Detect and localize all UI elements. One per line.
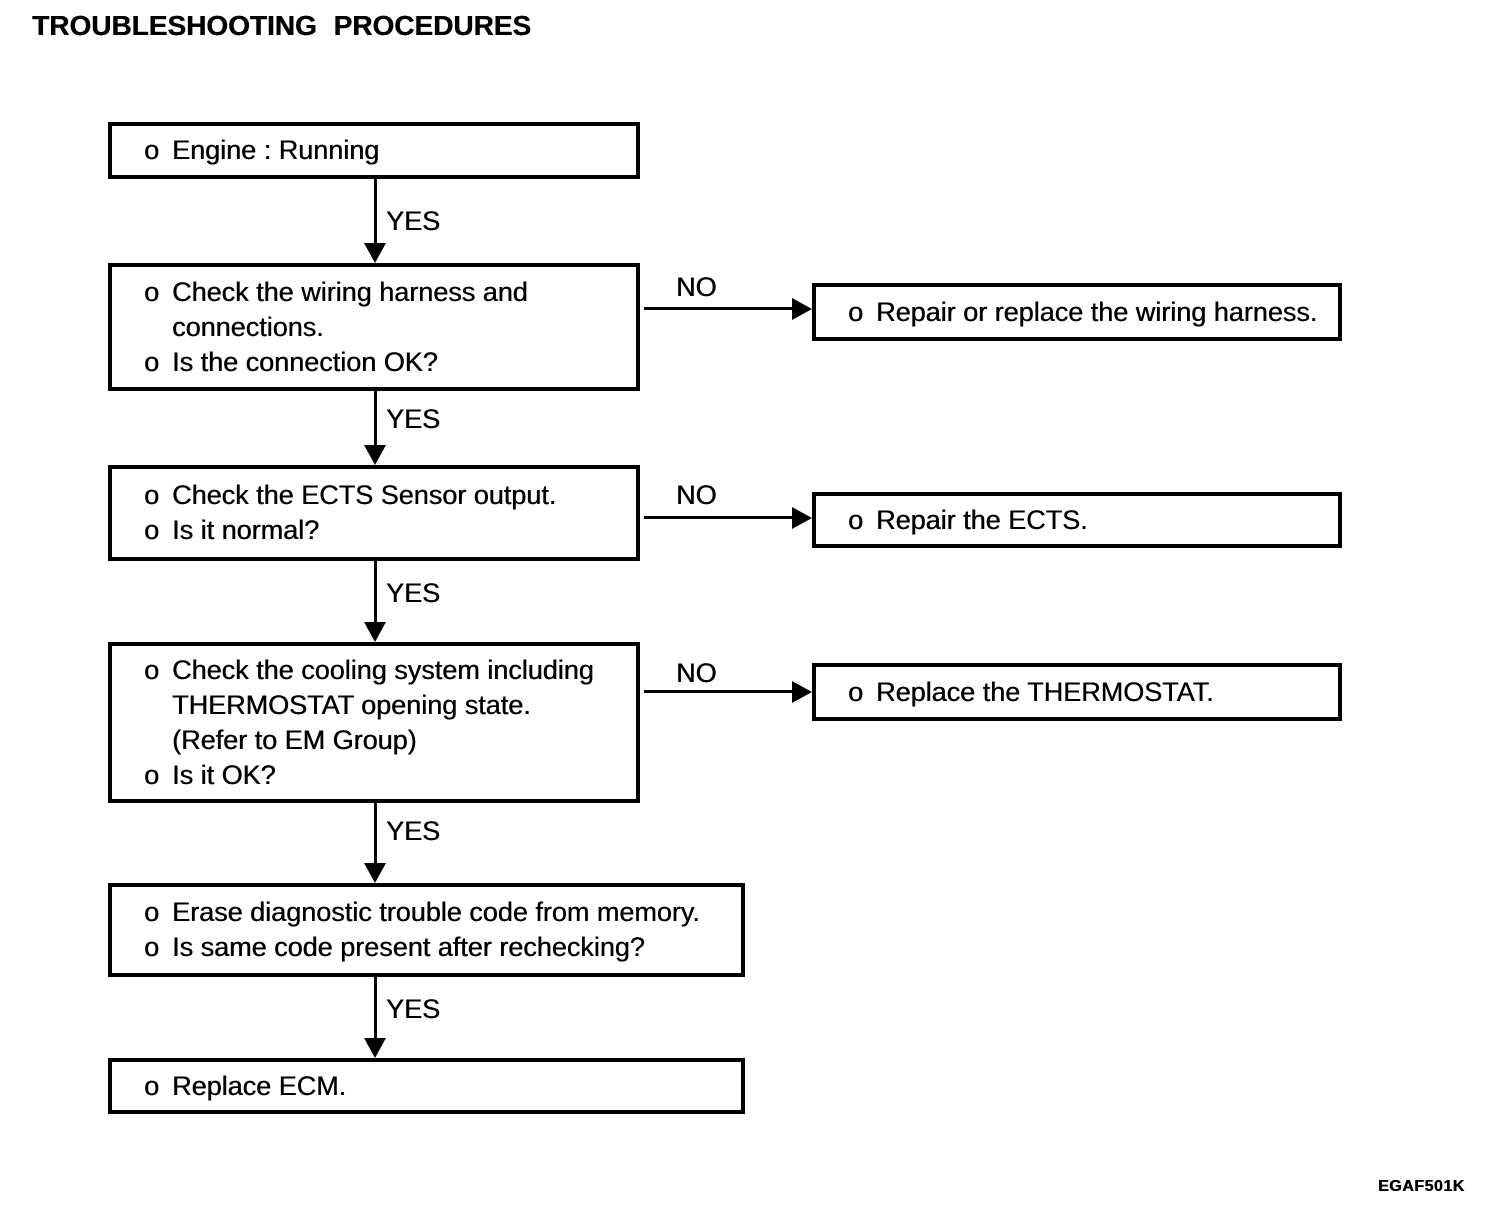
down-arrow-shaft — [374, 803, 377, 865]
bullet: o — [144, 515, 160, 545]
list-item: o Check the cooling system including THE… — [144, 653, 622, 758]
flow-box-check-ects: o Check the ECTS Sensor output. o Is it … — [108, 465, 640, 561]
box-text-line: Erase diagnostic trouble code from memor… — [172, 897, 700, 927]
box-text-line: Repair or replace the wiring harness. — [876, 296, 1318, 327]
right-arrow-head — [792, 681, 812, 703]
box-text-line: Replace the THERMOSTAT. — [876, 676, 1214, 707]
flow-box-check-cooling: o Check the cooling system including THE… — [108, 642, 640, 803]
box-text-line: Check the cooling system including — [172, 654, 594, 685]
down-arrow-head — [364, 445, 386, 465]
bullet: o — [144, 1070, 160, 1101]
action-box-replace-thermostat: o Replace the THERMOSTAT. — [812, 663, 1342, 721]
flow-box-replace-ecm: o Replace ECM. — [108, 1058, 745, 1114]
list-item: o Check the wiring harness and connectio… — [144, 275, 622, 345]
box-text-line: Check the wiring harness and — [172, 276, 528, 307]
down-arrow-shaft — [374, 977, 377, 1040]
yes-label: YES — [386, 404, 441, 434]
no-label: NO — [676, 272, 717, 302]
down-arrow-shaft — [374, 179, 377, 245]
item-text: Erase diagnostic trouble code from memor… — [172, 895, 727, 930]
box-text-line: Is it OK? — [172, 759, 276, 790]
action-box-repair-wiring: o Repair or replace the wiring harness. — [812, 283, 1342, 341]
item-text: Check the cooling system including THERM… — [172, 653, 622, 758]
bullet: o — [144, 759, 160, 790]
right-arrow-shaft — [644, 516, 794, 519]
bullet: o — [144, 135, 160, 165]
list-item: o Engine : Running — [144, 133, 622, 168]
down-arrow-head — [364, 1038, 386, 1058]
flow-box-engine-running: o Engine : Running — [108, 122, 640, 179]
box-text-line: Check the ECTS Sensor output. — [172, 480, 557, 510]
bullet: o — [144, 276, 160, 307]
bullet: o — [144, 897, 160, 927]
bullet: o — [848, 504, 864, 535]
box-text-line: Is the connection OK? — [172, 346, 438, 377]
box-text-line: connections. — [172, 311, 324, 342]
item-text: Is it normal? — [172, 513, 622, 548]
item-text: Check the wiring harness and connections… — [172, 275, 622, 345]
bullet: o — [144, 480, 160, 510]
box-text-line: THERMOSTAT opening state. — [172, 689, 531, 720]
box-text-line: Is same code present after rechecking? — [172, 932, 645, 962]
bullet: o — [144, 932, 160, 962]
box-text-line: Engine : Running — [172, 135, 380, 165]
right-arrow-shaft — [644, 307, 794, 310]
no-label: NO — [676, 480, 717, 510]
item-text: Is it OK? — [172, 758, 622, 793]
right-arrow-head — [792, 507, 812, 529]
list-item: o Repair or replace the wiring harness. — [848, 295, 1324, 330]
bullet: o — [144, 346, 160, 377]
down-arrow-head — [364, 863, 386, 883]
yes-label: YES — [386, 206, 441, 236]
bullet: o — [848, 296, 864, 327]
box-text-line: Replace ECM. — [172, 1070, 347, 1101]
right-arrow-head — [792, 298, 812, 320]
page-title: TROUBLESHOOTING PROCEDURES — [32, 10, 532, 41]
bullet: o — [144, 654, 160, 685]
list-item: o Erase diagnostic trouble code from mem… — [144, 895, 727, 930]
bullet: o — [848, 676, 864, 707]
list-item: o Is the connection OK? — [144, 345, 622, 380]
right-arrow-shaft — [644, 690, 794, 693]
down-arrow-shaft — [374, 561, 377, 624]
item-text: Check the ECTS Sensor output. — [172, 478, 622, 513]
no-label: NO — [676, 658, 717, 688]
list-item: o Repair the ECTS. — [848, 503, 1324, 538]
list-item: o Check the ECTS Sensor output. — [144, 478, 622, 513]
list-item: o Is it OK? — [144, 758, 622, 793]
flow-box-check-wiring: o Check the wiring harness and connectio… — [108, 263, 640, 391]
box-text-line: Repair the ECTS. — [876, 504, 1088, 535]
figure-code: EGAF501K — [1378, 1178, 1465, 1195]
action-box-repair-ects: o Repair the ECTS. — [812, 492, 1342, 548]
down-arrow-shaft — [374, 391, 377, 447]
list-item: o Is same code present after rechecking? — [144, 930, 727, 965]
item-text: Is the connection OK? — [172, 345, 622, 380]
down-arrow-head — [364, 243, 386, 263]
yes-label: YES — [386, 994, 441, 1024]
item-text: Repair the ECTS. — [876, 503, 1324, 538]
item-text: Engine : Running — [172, 133, 622, 168]
box-text-line: (Refer to EM Group) — [172, 724, 417, 755]
item-text: Is same code present after rechecking? — [172, 930, 727, 965]
list-item: o Replace the THERMOSTAT. — [848, 675, 1324, 710]
item-text: Repair or replace the wiring harness. — [876, 295, 1324, 330]
item-text: Replace the THERMOSTAT. — [876, 675, 1324, 710]
item-text: Replace ECM. — [172, 1069, 727, 1104]
flow-box-erase-code: o Erase diagnostic trouble code from mem… — [108, 883, 745, 977]
list-item: o Is it normal? — [144, 513, 622, 548]
yes-label: YES — [386, 816, 441, 846]
box-text-line: Is it normal? — [172, 515, 320, 545]
list-item: o Replace ECM. — [144, 1069, 727, 1104]
down-arrow-head — [364, 622, 386, 642]
yes-label: YES — [386, 578, 441, 608]
